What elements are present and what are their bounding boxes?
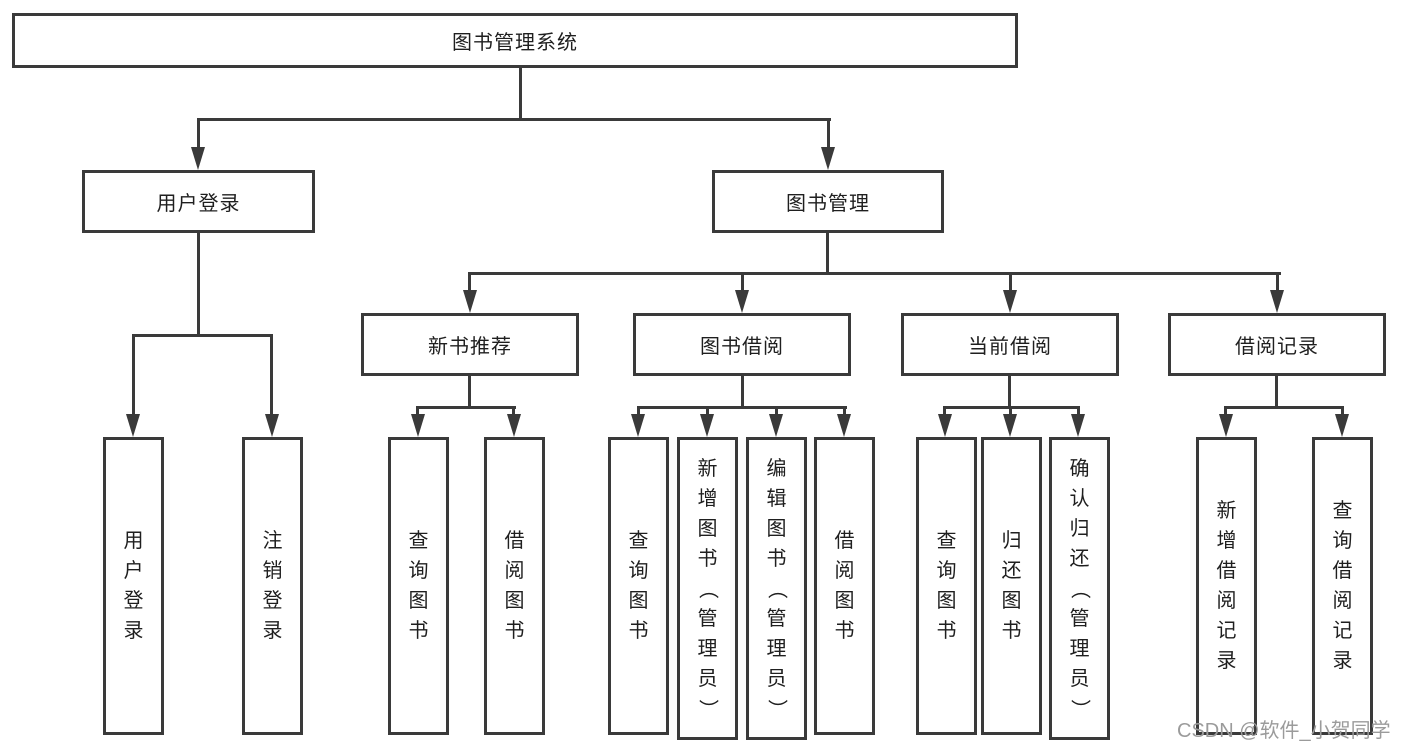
connector-line [1341, 406, 1344, 420]
connector-line [1009, 406, 1012, 420]
connector-line [468, 272, 471, 292]
arrow-down-icon [126, 414, 140, 437]
connector-line [637, 406, 640, 420]
connector-line [827, 118, 830, 152]
connector-line [741, 376, 744, 409]
connector-line [826, 233, 829, 275]
connector-line [843, 406, 846, 420]
arrow-down-icon [769, 414, 783, 437]
csdn-watermark: CSDN @软件_小贺同学 [1177, 720, 1391, 742]
connector-line [468, 272, 1281, 275]
connector-line [512, 406, 515, 420]
connector-line [132, 334, 135, 418]
arrow-down-icon [700, 414, 714, 437]
arrow-down-icon [1003, 414, 1017, 437]
leaf-query-borrow-record: 查询借阅记录 [1312, 437, 1373, 735]
connector-line [197, 118, 200, 152]
leaf-edit-books-admin: 编辑图书（管理员） [746, 437, 807, 740]
connector-line [519, 68, 522, 121]
arrow-down-icon [938, 414, 952, 437]
connector-line [132, 334, 273, 337]
node-new-book-recommendation: 新书推荐 [361, 313, 579, 376]
connector-line [1276, 272, 1279, 292]
leaf-query-books-current: 查询图书 [916, 437, 977, 735]
arrow-down-icon [411, 414, 425, 437]
leaf-return-books: 归还图书 [981, 437, 1042, 735]
node-borrowing-records: 借阅记录 [1168, 313, 1386, 376]
connector-line [1224, 406, 1227, 420]
leaf-logout-login: 注销登录 [242, 437, 303, 735]
connector-line [468, 376, 471, 409]
arrow-down-icon [1071, 414, 1085, 437]
connector-line [943, 406, 946, 420]
node-book-management: 图书管理 [712, 170, 944, 233]
node-current-borrowing: 当前借阅 [901, 313, 1119, 376]
arrow-down-icon [265, 414, 279, 437]
connector-line [416, 406, 419, 420]
node-user-login: 用户登录 [82, 170, 315, 233]
connector-line [1009, 272, 1012, 292]
node-library-management-system: 图书管理系统 [12, 13, 1018, 68]
connector-line [270, 334, 273, 418]
connector-line [416, 406, 516, 409]
arrow-down-icon [631, 414, 645, 437]
arrow-down-icon [735, 290, 749, 313]
connector-line [1008, 376, 1011, 409]
leaf-query-books-borrowing: 查询图书 [608, 437, 669, 735]
arrow-down-icon [1219, 414, 1233, 437]
leaf-confirm-return-admin: 确认归还（管理员） [1049, 437, 1110, 740]
arrow-down-icon [821, 147, 835, 170]
leaf-add-borrow-record: 新增借阅记录 [1196, 437, 1257, 735]
connector-line [1275, 376, 1278, 409]
arrow-down-icon [837, 414, 851, 437]
connector-line [1077, 406, 1080, 420]
leaf-query-books-recommend: 查询图书 [388, 437, 449, 735]
connector-line [775, 406, 778, 420]
connector-line [706, 406, 709, 420]
arrow-down-icon [1003, 290, 1017, 313]
connector-line [741, 272, 744, 292]
connector-line [197, 118, 831, 121]
leaf-add-books-admin: 新增图书（管理员） [677, 437, 738, 740]
arrow-down-icon [1335, 414, 1349, 437]
arrow-down-icon [507, 414, 521, 437]
connector-line [1224, 406, 1344, 409]
node-book-borrowing: 图书借阅 [633, 313, 851, 376]
arrow-down-icon [1270, 290, 1284, 313]
leaf-user-login: 用户登录 [103, 437, 164, 735]
connector-line [197, 233, 200, 337]
connector-line [637, 406, 847, 409]
leaf-borrow-books-recommend: 借阅图书 [484, 437, 545, 735]
arrow-down-icon [463, 290, 477, 313]
arrow-down-icon [191, 147, 205, 170]
leaf-borrow-books-borrowing: 借阅图书 [814, 437, 875, 735]
